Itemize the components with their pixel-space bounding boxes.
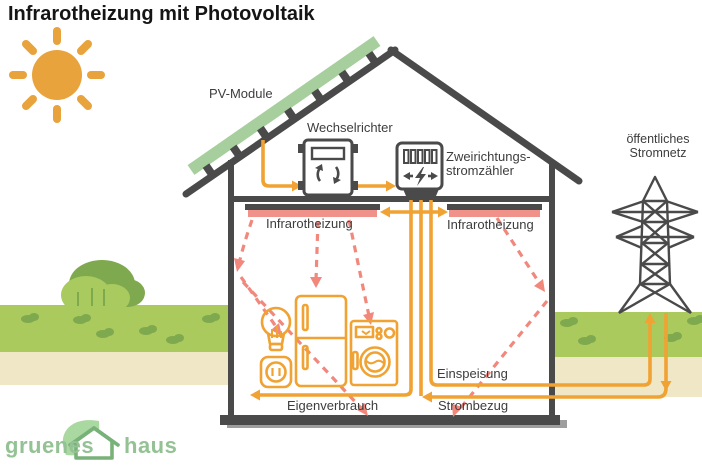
logo-word-haus: haus [124,433,178,458]
infrared-panel-left [245,204,380,217]
arrow-purchase-down [660,381,672,391]
heat-ray-arrowheads [234,258,545,417]
logo-word-gruenes: gruenes [5,433,95,458]
label-public-grid: öffentliches Stromnetz [608,132,702,160]
label-inverter: Wechselrichter [307,120,393,135]
inverter-device-icon [298,138,358,197]
sun-icon [9,27,105,123]
arrow-into-inverter [292,180,302,192]
label-grid-line1: öffentliches [626,132,690,146]
infrared-panel-right [447,204,542,217]
cable-feed-in [429,199,652,387]
label-ir-left: Infrarotheizung [266,216,353,231]
label-meter: Zweirichtungs- stromzähler [446,150,531,178]
roof [182,36,583,198]
grass-tufts [21,313,702,345]
house-structure [220,160,567,428]
pv-mount-rails [191,46,384,185]
cable-pv-to-inverter [261,140,294,188]
appliances [259,294,399,389]
label-meter-line2: stromzähler [446,163,514,178]
label-ir-right: Infrarotheizung [447,217,534,232]
roofline-right [387,46,583,185]
page-title: Infrarotheizung mit Photovoltaik [8,3,315,25]
bush-icon [61,260,145,314]
power-arrowheads [250,180,672,403]
landscape-left [0,305,228,385]
heat-rays [237,217,549,412]
bidirectional-meter-icon [395,141,444,200]
arrow-purchase-left [422,391,432,403]
house-floor [220,415,560,425]
washing-machine-icon [349,319,399,387]
label-meter-line1: Zweirichtungs- [446,149,531,164]
logo-mark [62,420,120,460]
light-bulb-icon [260,306,292,352]
arrow-into-meter [386,180,396,192]
transmission-tower-icon [611,175,699,315]
label-pv-module: PV-Module [209,86,273,101]
label-self-consumption: Eigenverbrauch [287,398,379,413]
pv-module-strip [187,36,381,175]
arrow-into-left-panel [380,206,390,218]
arrow-feed-in-up [644,313,656,323]
arrow-self-consumption [250,389,260,401]
label-grid-line2: Stromnetz [629,146,687,160]
label-purchase: Strombezug [438,398,509,413]
label-feed-in: Einspeisung [437,366,508,381]
roofline-left [182,46,399,198]
fridge-icon [294,294,348,388]
ceiling [234,196,549,202]
arrow-into-right-panel [438,206,448,218]
power-outlet-icon [259,355,293,389]
cable-self-consumption [260,199,413,397]
